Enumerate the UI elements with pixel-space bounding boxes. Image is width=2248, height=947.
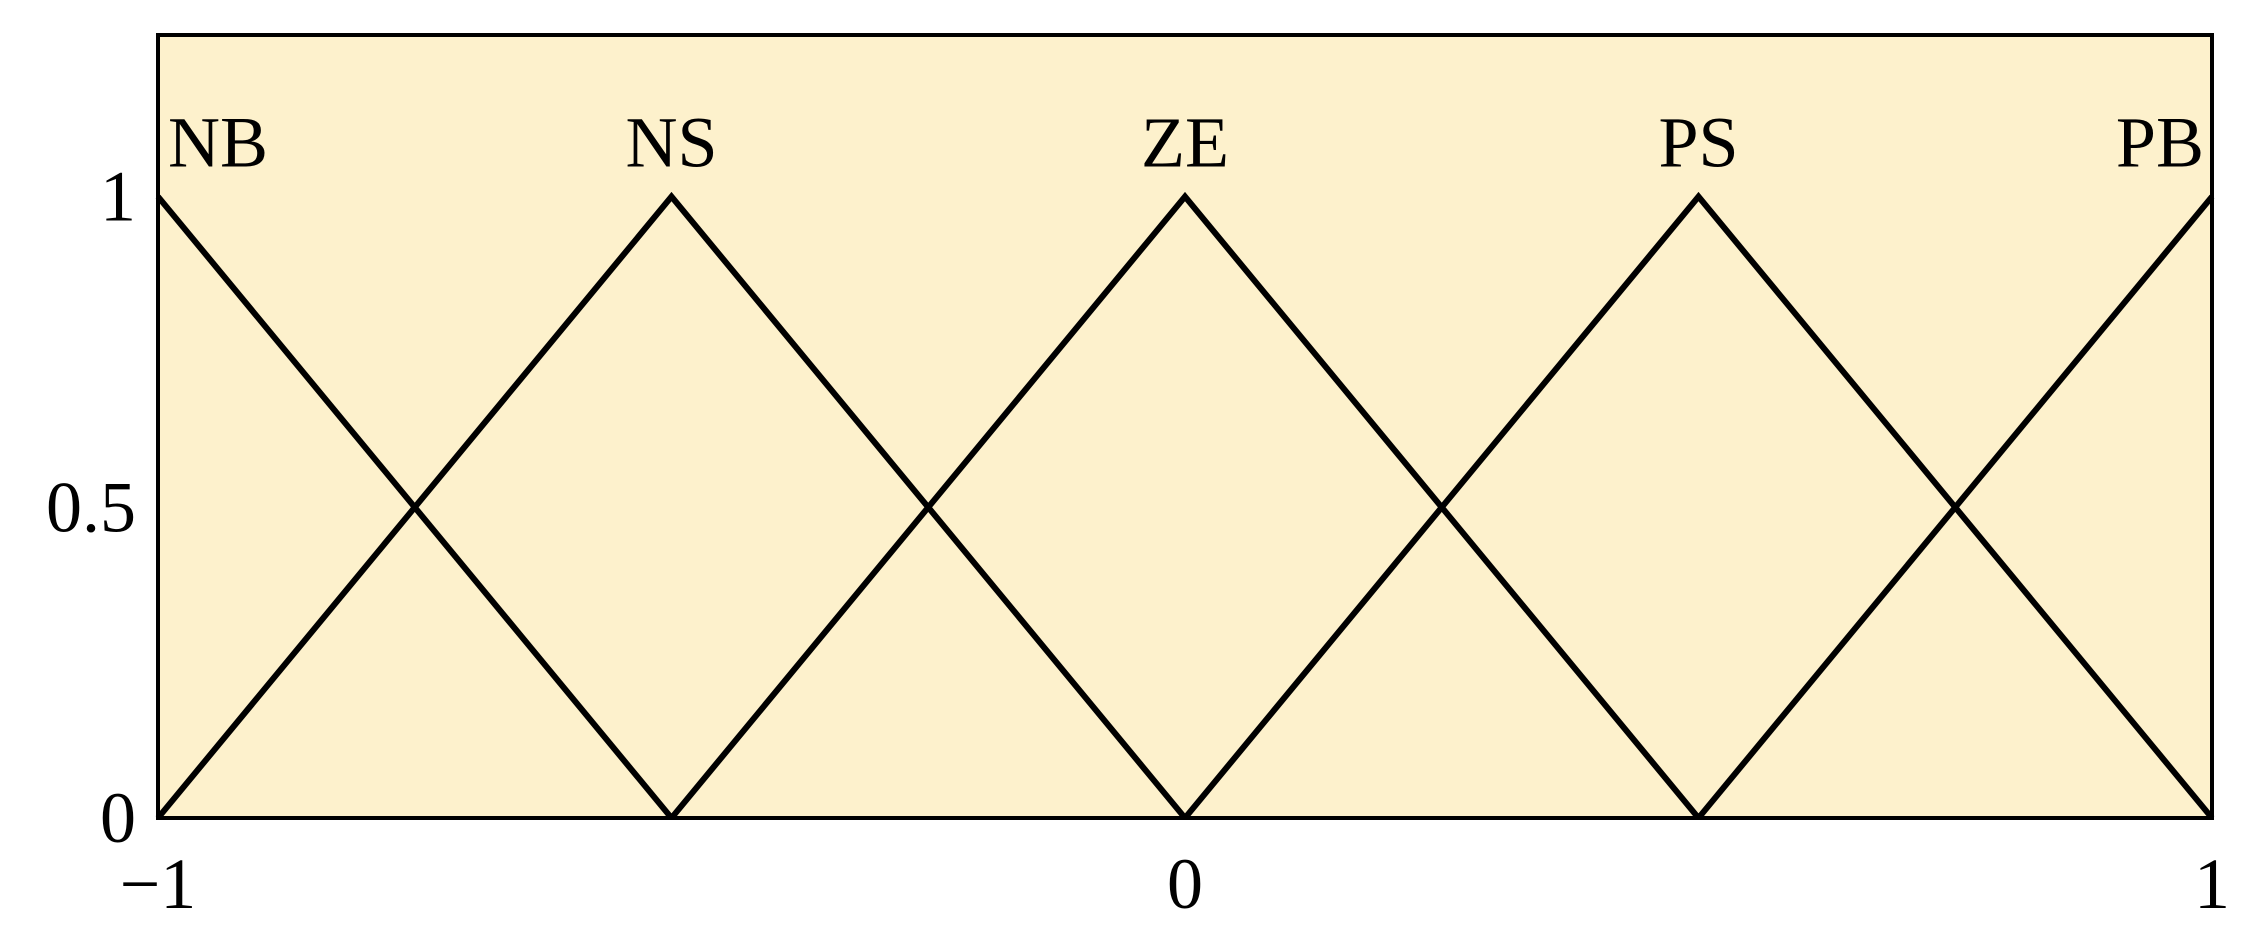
series-line-pb <box>1696 194 2215 820</box>
y-tick-label: 0 <box>100 778 136 858</box>
series-line-ps <box>1182 191 2215 820</box>
x-tick-label: 1 <box>2194 844 2230 924</box>
x-tick-label: 0 <box>1167 844 1203 924</box>
series-label-ns: NS <box>625 103 717 183</box>
plot-area <box>156 33 2214 820</box>
y-tick-label: 1 <box>100 157 136 237</box>
x-tick-label: −1 <box>120 844 197 924</box>
x-axis-ticks: −1 0 1 <box>120 844 2230 924</box>
series-label-ps: PS <box>1658 103 1738 183</box>
series-line-ns <box>155 191 1188 820</box>
y-tick-label: 0.5 <box>46 467 136 547</box>
series-label-ze: ZE <box>1141 103 1229 183</box>
series-label-pb: PB <box>2116 103 2204 183</box>
series-line-ze <box>669 191 1701 820</box>
series-label-layer: NB NS ZE PS PB <box>168 103 2204 183</box>
series-layer <box>155 191 2215 820</box>
y-axis-ticks: 00.51 <box>46 157 136 858</box>
series-label-nb: NB <box>168 103 268 183</box>
